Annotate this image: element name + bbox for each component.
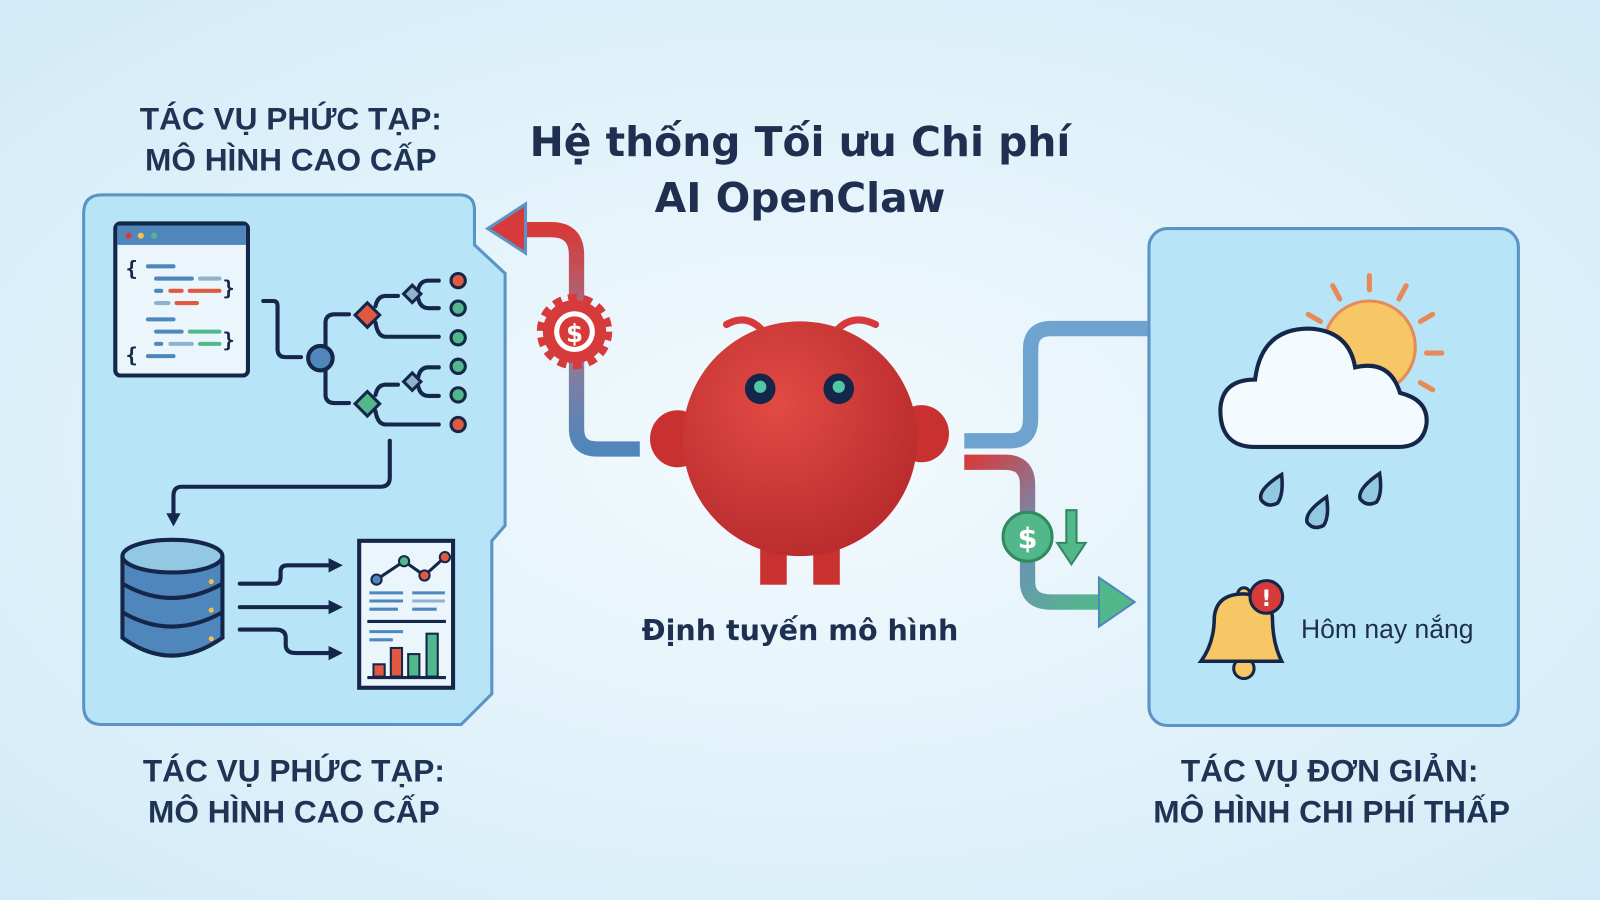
code-window-icon: { { } } <box>113 221 250 378</box>
svg-text:$: $ <box>566 319 583 348</box>
report-chart-icon <box>357 538 456 690</box>
title-line-2: AI OpenClaw <box>655 174 946 222</box>
complex-task-top-line-1: TÁC VỤ PHỨC TẠP: <box>140 101 442 137</box>
complex-task-bottom-line-1: TÁC VỤ PHỨC TẠP: <box>143 753 445 789</box>
decision-tree-icon <box>166 271 467 527</box>
title-line-1: Hệ thống Tối ưu Chi phí <box>530 118 1073 166</box>
simple-task-panel <box>1147 227 1520 728</box>
router-label: Định tuyến mô hình <box>642 613 959 647</box>
alert-badge <box>1248 579 1285 615</box>
cost-saving-icon: $ <box>1001 510 1054 563</box>
data-flow-arrows <box>237 563 334 656</box>
simple-task-line-1: TÁC VỤ ĐƠN GIẢN: <box>1181 753 1479 789</box>
notification-text: Hôm nay nắng <box>1301 614 1473 644</box>
simple-task-line-2: MÔ HÌNH CHI PHÍ THẤP <box>1153 793 1510 829</box>
complex-task-bottom-line-2: MÔ HÌNH CAO CẤP <box>148 793 440 829</box>
simple-route-pipe-blue <box>964 320 1149 449</box>
cost-down-arrow-icon <box>1055 509 1088 567</box>
premium-route-arrow <box>484 201 528 256</box>
svg-text:$: $ <box>1018 521 1038 555</box>
notification-bell-icon: ! <box>1197 579 1285 681</box>
complex-task-top-line-2: MÔ HÌNH CAO CẤP <box>145 141 437 177</box>
svg-text:}: } <box>222 328 234 352</box>
svg-text:{: { <box>126 343 138 367</box>
svg-text:!: ! <box>1261 586 1271 612</box>
openclaw-mascot <box>650 316 949 585</box>
database-icon <box>120 537 225 658</box>
weather-icon <box>1218 272 1445 530</box>
arrowheads <box>328 558 343 661</box>
svg-text:}: } <box>222 276 234 300</box>
svg-text:{: { <box>126 257 138 281</box>
cheap-route-arrow <box>1097 575 1137 629</box>
cost-gear-icon: $ <box>536 293 613 370</box>
